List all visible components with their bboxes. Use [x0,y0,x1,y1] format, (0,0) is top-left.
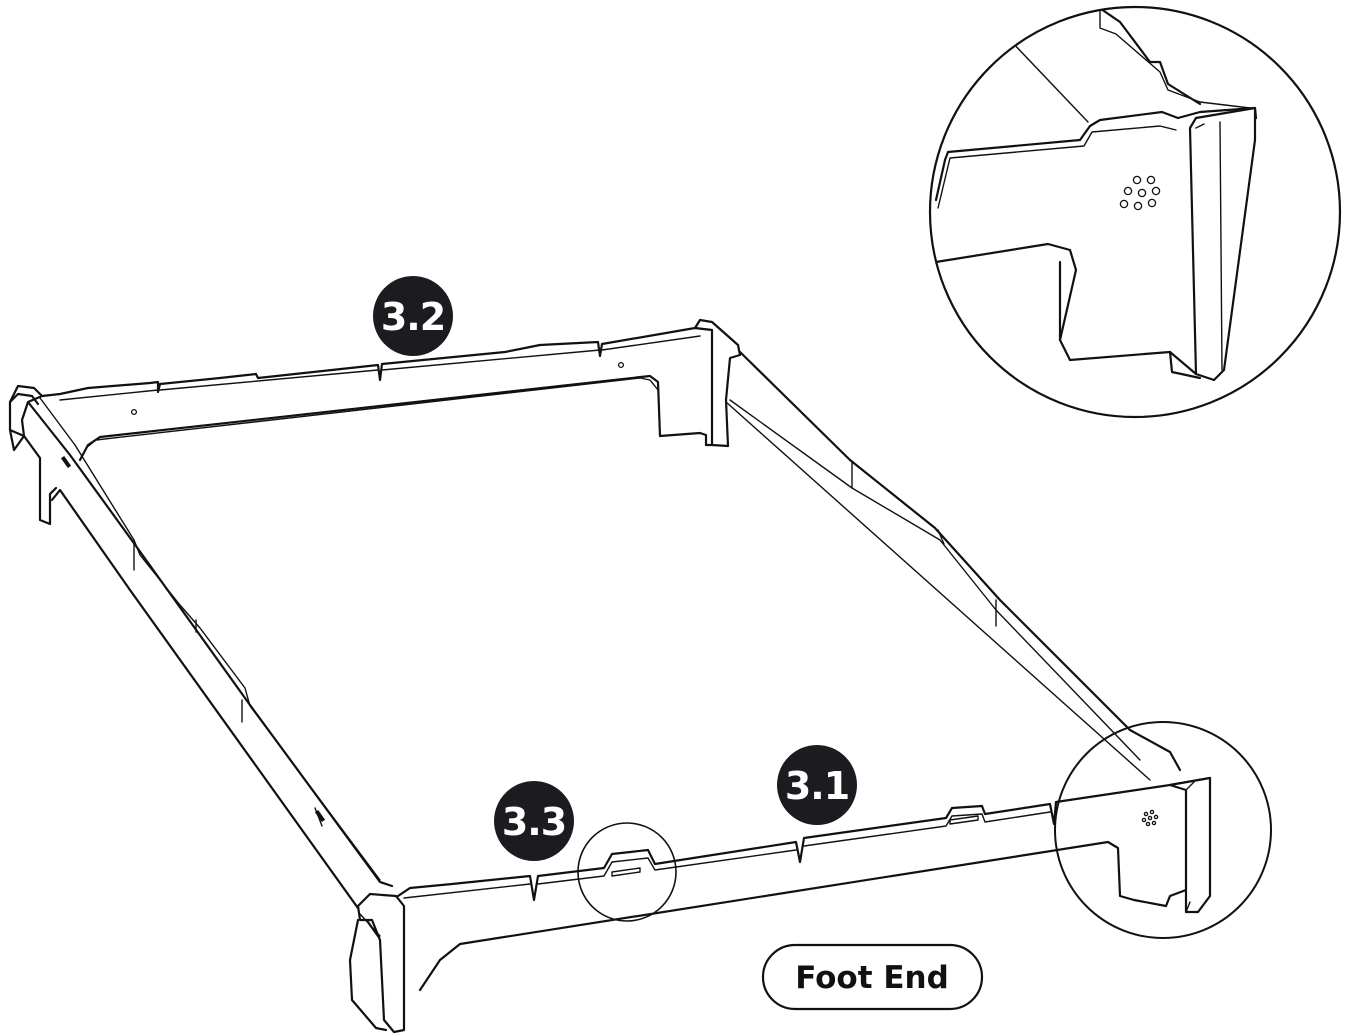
inset-hole-pattern [1119,175,1161,211]
head-right-post [693,318,742,448]
head-rail-screw-hole-left [130,408,138,416]
foot-end-label: Foot End [795,960,949,996]
foot-rail-slot [611,867,641,877]
left-side-rail-notches [133,543,323,827]
left-rail-slot-1 [60,455,72,469]
head-rail-screw-hole-right [617,361,625,369]
left-rail-slot-2 [314,809,326,823]
magnified-detail-inset [928,5,1342,419]
inset-leg [1058,260,1202,380]
head-left-post-leg [8,428,58,526]
callout-label-3-2: 3.2 [381,295,445,339]
detail-highlight-circle-foot-right [1054,721,1272,939]
left-side-rail-bottom-edge [50,488,390,952]
right-side-rail-notches [851,461,997,627]
head-left-post [8,384,44,438]
foot-rail-top-edge [403,811,1051,899]
right-side-rail-panel [738,350,1182,772]
head-rail-panel [40,326,714,462]
right-side-rail-inner-line [729,399,1141,761]
detail-highlight-circle-foot-slot [577,822,677,922]
head-rail-top-edge [59,335,701,401]
foot-rail-slot-2 [949,815,979,825]
inset-rail-bottom [934,242,1198,376]
left-side-rail-inner-line [39,397,381,881]
inset-rail-top [934,106,1258,202]
foot-left-post [356,892,406,1034]
left-side-rail-panel [26,400,394,888]
foot-rail-panel [396,776,1212,902]
callout-badge-3-3: 3.3 [494,781,574,861]
callout-badge-3-2: 3.2 [373,276,453,356]
inset-rail-inner [937,125,1177,209]
foot-right-post-side [1185,781,1195,913]
inset-post-edge [1195,121,1223,371]
foot-right-post [1168,776,1212,914]
callout-label-3-3: 3.3 [502,800,566,844]
inset-rail-side-2 [1086,7,1202,106]
head-left-post-tab [8,392,40,406]
foot-left-post-tab [359,913,381,937]
inset-rail-side [1009,7,1251,123]
foot-left-post-leg [348,918,388,1032]
callout-badge-3-1: 3.1 [777,745,857,825]
head-rail-inner-edge [85,377,659,449]
bed-frame [8,318,1212,1034]
foot-rail-bottom-edge [418,840,1188,992]
inset-post-face [1188,106,1257,382]
callout-label-3-1: 3.1 [785,764,849,808]
foot-right-hole-pattern [1141,809,1159,827]
right-side-rail-bottom-edge [725,401,1151,781]
foot-end-label-pill: Foot End [761,943,984,1011]
